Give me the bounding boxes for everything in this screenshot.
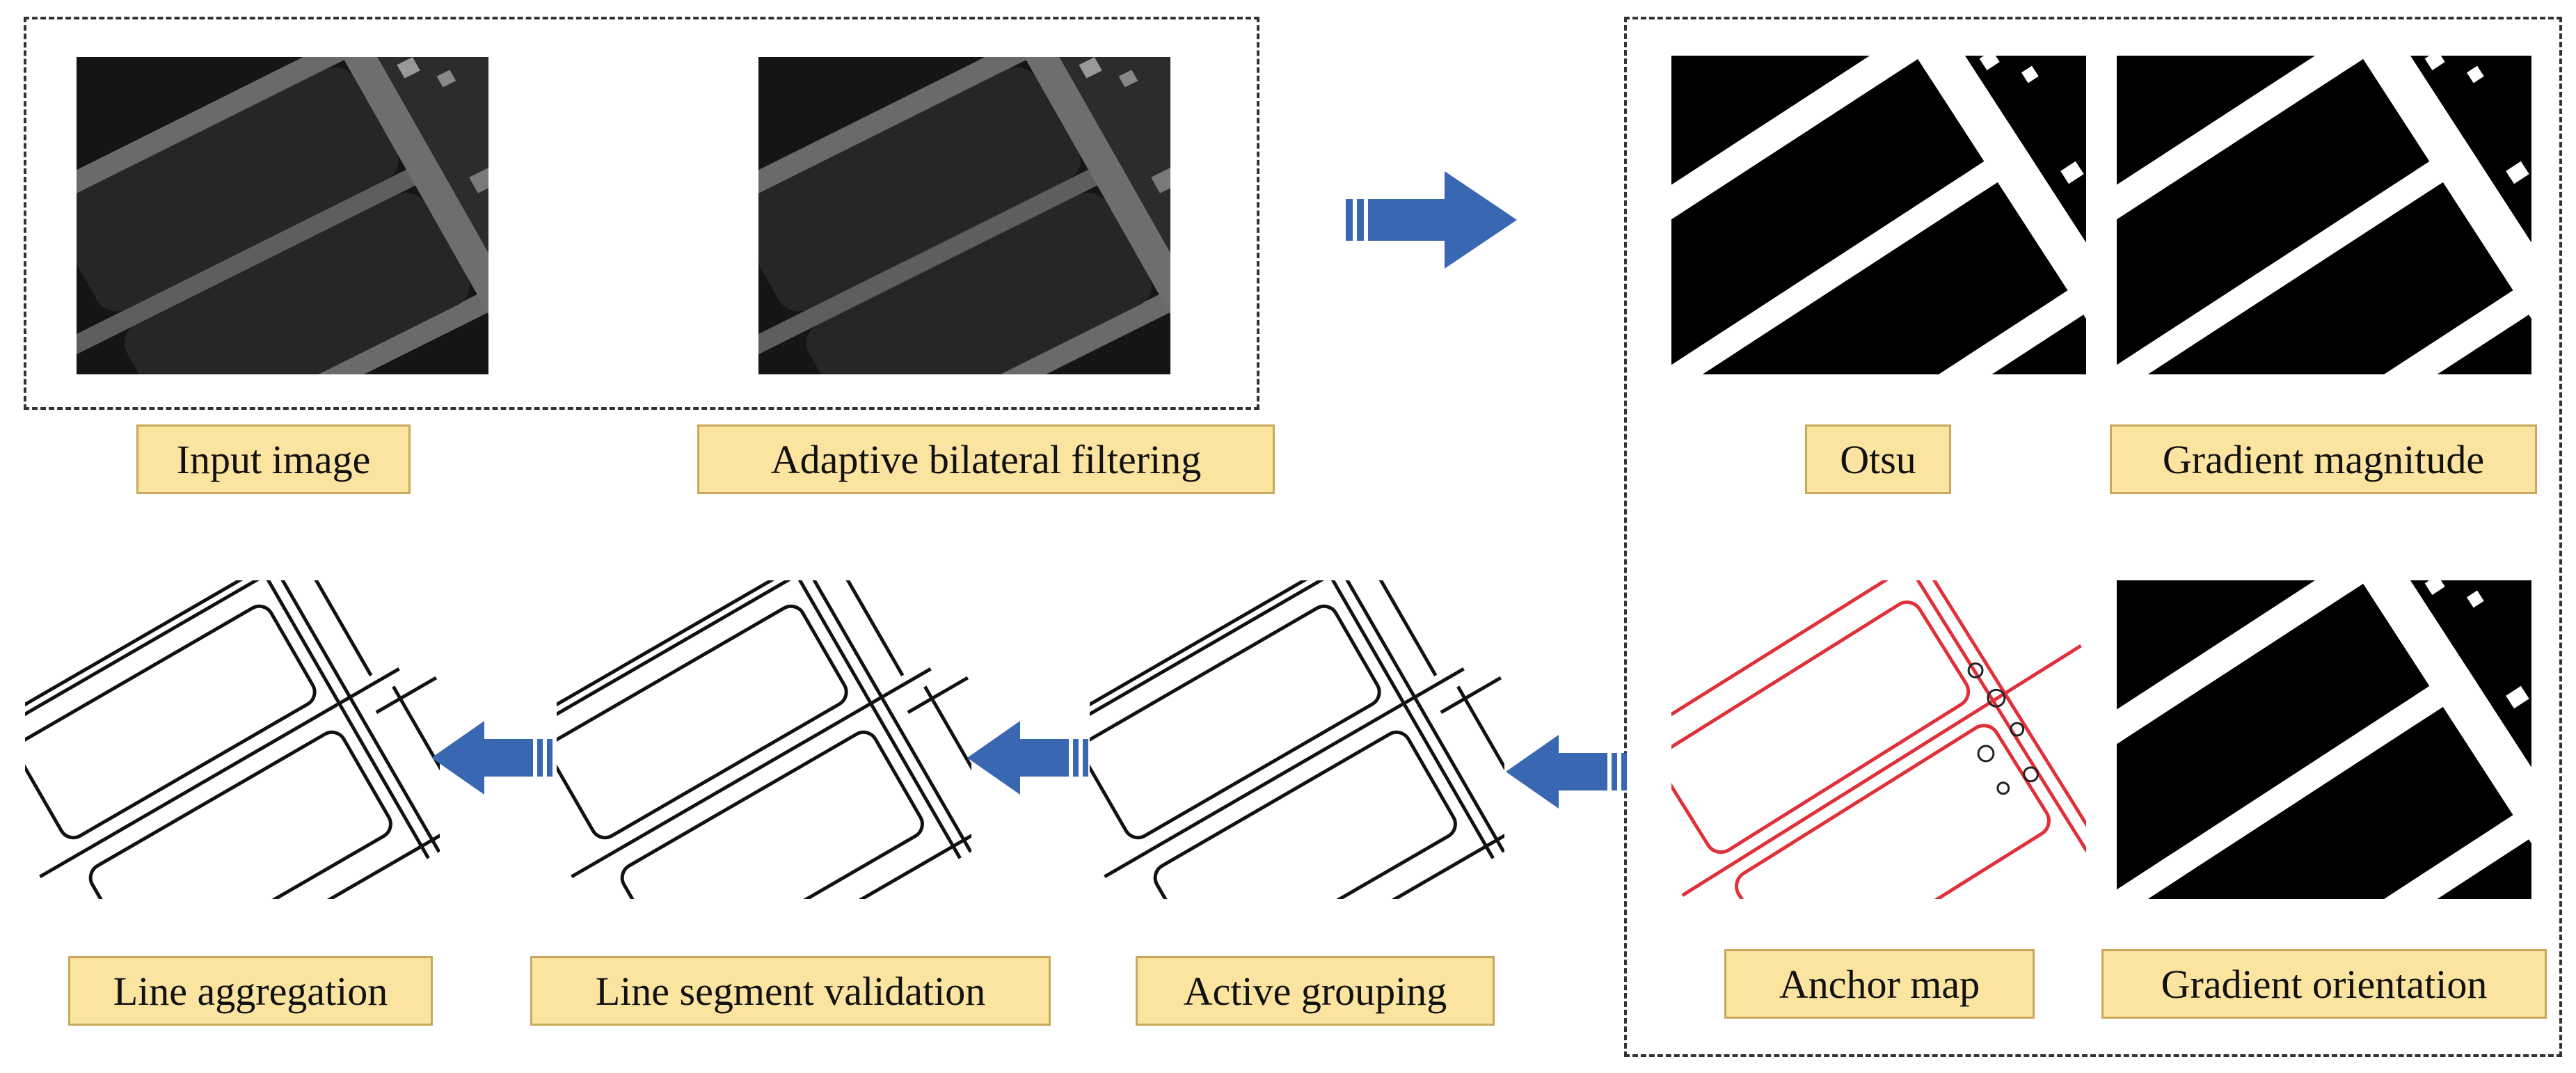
input-image-thumbnail — [77, 57, 488, 374]
gradient-orientation-label: Gradient orientation — [2101, 949, 2547, 1019]
input-filter-group — [24, 17, 1259, 410]
otsu-thumbnail — [1671, 56, 2086, 374]
line-aggregation-thumbnail — [25, 580, 440, 899]
active-grouping-thumbnail — [1090, 580, 1504, 899]
line-segment-validation-label: Line segment validation — [530, 956, 1051, 1026]
gradient-magnitude-label: Gradient magnitude — [2110, 424, 2537, 494]
input-image-label: Input image — [136, 424, 411, 494]
arrow-left-icon — [431, 721, 557, 795]
edge-map-group — [1624, 17, 2562, 1057]
active-grouping-label: Active grouping — [1136, 956, 1495, 1026]
anchor-map-label: Anchor map — [1724, 949, 2035, 1019]
arrow-left-icon — [967, 721, 1092, 795]
anchor-map-thumbnail — [1671, 580, 2086, 899]
arrow-left-icon — [1506, 735, 1631, 809]
adaptive-bilateral-filtering-label: Adaptive bilateral filtering — [697, 424, 1275, 494]
arrow-right-icon — [1346, 171, 1517, 269]
line-aggregation-label: Line aggregation — [68, 956, 433, 1026]
filtered-image-thumbnail — [758, 57, 1170, 374]
gradient-orientation-thumbnail — [2117, 580, 2531, 899]
gradient-magnitude-thumbnail — [2117, 56, 2531, 374]
line-segment-validation-thumbnail — [557, 580, 971, 899]
otsu-label: Otsu — [1805, 424, 1951, 494]
